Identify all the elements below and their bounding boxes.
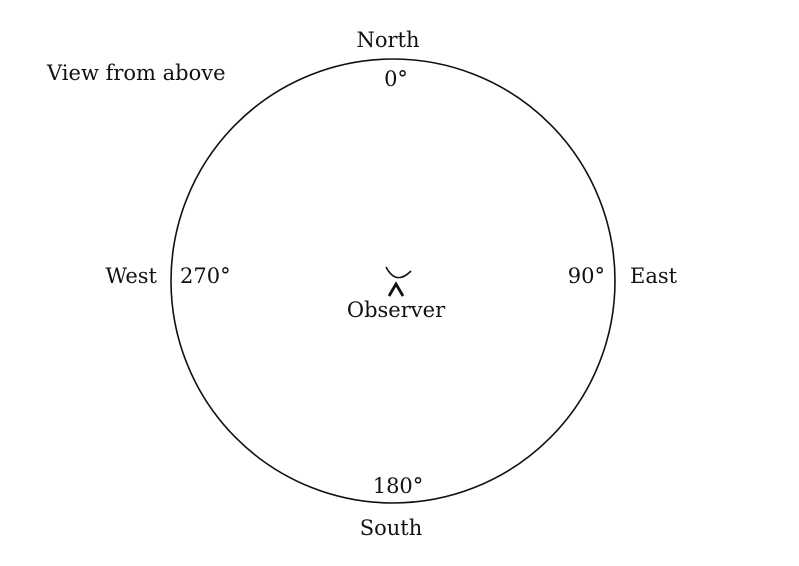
- east-degree: 90°: [568, 264, 605, 288]
- north-label: North: [356, 28, 419, 52]
- west-degree: 270°: [180, 264, 231, 288]
- west-label: West: [105, 264, 157, 288]
- north-degree: 0°: [384, 67, 408, 91]
- observer-icon: [385, 266, 412, 297]
- view-caption: View from above: [46, 61, 226, 85]
- south-label: South: [360, 516, 423, 540]
- horizon-circle: [170, 58, 616, 504]
- east-label: East: [630, 264, 678, 288]
- south-degree: 180°: [373, 474, 424, 498]
- observer-label: Observer: [347, 298, 446, 322]
